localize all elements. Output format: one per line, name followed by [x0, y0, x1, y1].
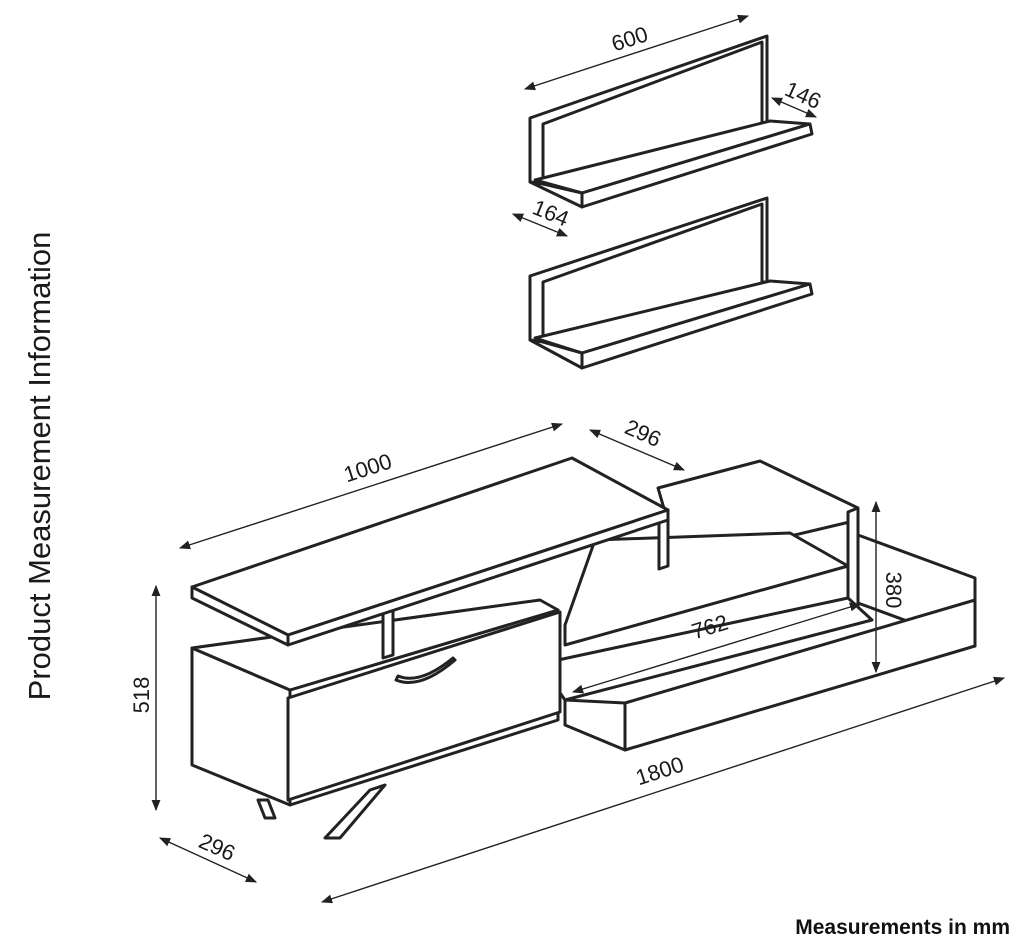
base-depth-label: 296 [195, 828, 239, 866]
units-note: Measurements in mm [795, 916, 1010, 939]
wall-shelf-top [528, 34, 814, 209]
shelf-length-label: 600 [608, 21, 651, 56]
shelf-depth-label: 146 [781, 76, 825, 114]
wall-shelf-bottom [528, 196, 814, 370]
side-height-label: 380 [881, 572, 906, 609]
tv-unit [190, 456, 977, 840]
total-height-label: 518 [129, 677, 154, 714]
